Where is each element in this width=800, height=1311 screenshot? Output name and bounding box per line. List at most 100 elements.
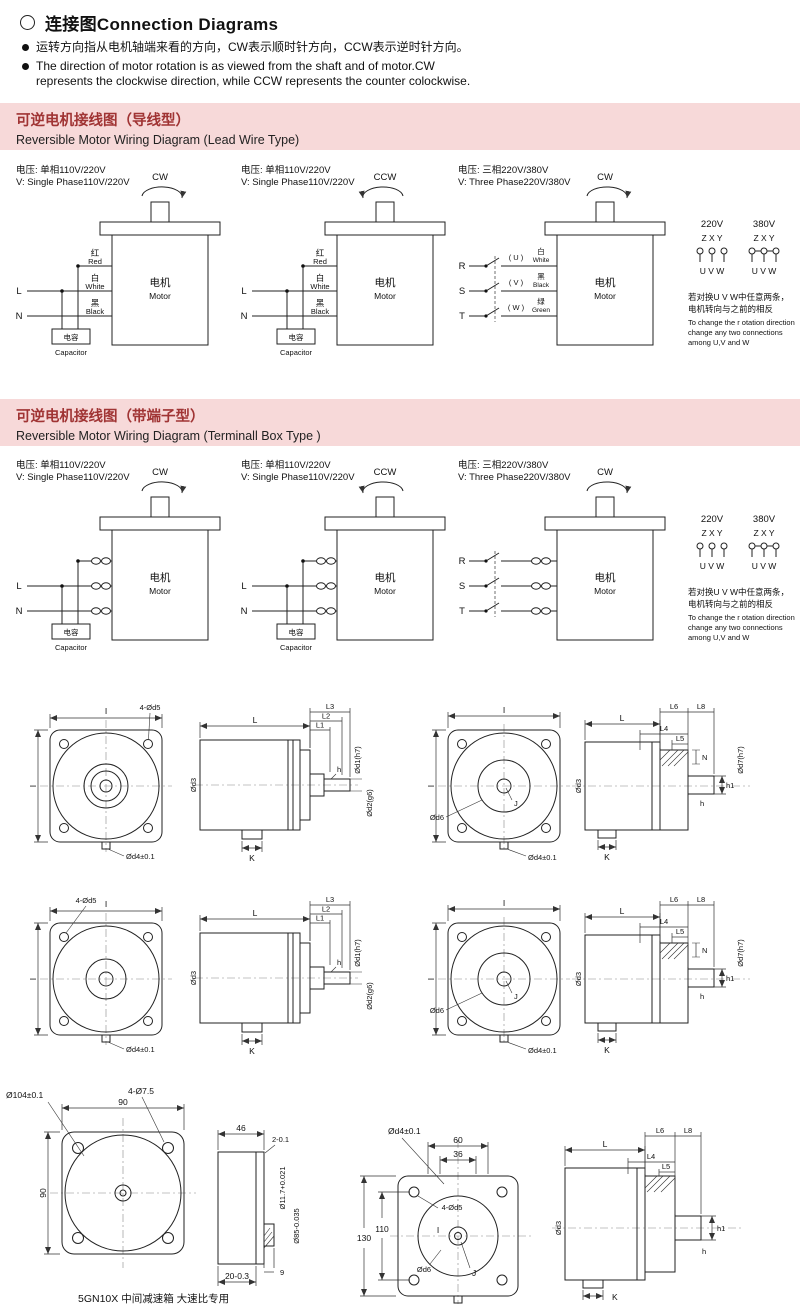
terminal-N: N bbox=[16, 606, 23, 617]
dim-d1h7: Ød1(h7) bbox=[353, 939, 362, 967]
front-view-motor-b1: I I 4-Ød5 Ød4±0.1 bbox=[28, 896, 172, 1054]
section-title-en: Reversible Motor Wiring Diagram (Lead Wi… bbox=[16, 133, 300, 147]
label-uvw: U V W bbox=[700, 561, 725, 571]
capacitor-label-en: Capacitor bbox=[55, 643, 88, 652]
capacitor-box bbox=[51, 623, 91, 640]
dim-h1: h1 bbox=[717, 1224, 725, 1233]
dim-90-top: 90 bbox=[118, 1097, 128, 1107]
wire-black-zh: 黑 bbox=[537, 272, 545, 281]
dim-L1: L1 bbox=[316, 721, 324, 730]
dim-L: L bbox=[603, 1139, 608, 1149]
label-zxy: Z X Y bbox=[701, 528, 722, 538]
front-view-gearmotor-c3: 60 36 Ød4±0.1 4-Ød5 Ød6 J I 130 110 bbox=[357, 1126, 532, 1304]
dim-d4: Ød4±0.1 bbox=[388, 1126, 421, 1136]
label-uvw: U V W bbox=[752, 561, 777, 571]
gearbox-model-note: 5GN10X 中间减速箱 大速比专用 bbox=[78, 1293, 230, 1305]
motor-shaft bbox=[375, 201, 395, 223]
dim-d4: Ød4±0.1 bbox=[528, 853, 557, 862]
ccw-label: CCW bbox=[374, 467, 397, 478]
dim-85: Ø85-0.035 bbox=[292, 1208, 301, 1243]
dim-L4: L4 bbox=[660, 917, 668, 926]
voltage-connection-note: 220V 380V Z X Y Z X Y U V W U V W 若对换U V… bbox=[688, 514, 795, 642]
dim-d6: Ød6 bbox=[417, 1265, 431, 1274]
motor-shaft bbox=[595, 496, 615, 518]
output-shaft bbox=[674, 1215, 702, 1241]
wires bbox=[27, 559, 112, 624]
section-title-zh: 可逆电机接线图（导线型） bbox=[16, 113, 190, 129]
dim-d6: Ød6 bbox=[430, 813, 444, 822]
terminal-block bbox=[531, 557, 551, 615]
lead-U: ( U ) bbox=[509, 253, 524, 262]
dim-K: K bbox=[249, 853, 255, 863]
dim-d7h7: Ød7(h7) bbox=[736, 746, 745, 774]
wire-white-en: White bbox=[533, 257, 550, 264]
dim-L8: L8 bbox=[697, 895, 705, 904]
terminal-R: R bbox=[459, 261, 466, 272]
dim-h: h bbox=[700, 799, 704, 808]
note-text-en-line2: represents the clockwise direction, whil… bbox=[36, 74, 471, 88]
dim-I-left: I bbox=[426, 785, 436, 787]
cw-arrow bbox=[586, 481, 632, 494]
rotation-note-zh1: 若对换U V W中任意两条， bbox=[688, 587, 789, 597]
voltage-connection-note: 220V 380V Z X Y Z X Y U V W U V W 若对换U V… bbox=[688, 219, 795, 347]
capacitor-label-zh: 电容 bbox=[64, 332, 79, 342]
cw-label: CW bbox=[152, 467, 168, 478]
dim-130: 130 bbox=[357, 1233, 371, 1243]
terminal-R: R bbox=[459, 556, 466, 567]
cw-arrow bbox=[141, 481, 187, 494]
dim-46: 46 bbox=[236, 1123, 246, 1133]
capacitor-label-zh: 电容 bbox=[289, 332, 304, 342]
label-zxy: Z X Y bbox=[701, 233, 722, 243]
dim-L: L bbox=[620, 713, 625, 723]
voltage-label-en: V: Single Phase110V/220V bbox=[241, 177, 355, 188]
motor-label-zh: 电机 bbox=[150, 571, 171, 584]
dim-d6: Ød6 bbox=[430, 1006, 444, 1015]
terminal-L: L bbox=[16, 286, 21, 297]
diagram-single-phase-ccw: 电压: 单相110V/220V V: Single Phase110V/220V… bbox=[241, 164, 446, 357]
dim-L6: L6 bbox=[670, 895, 678, 904]
cw-label: CW bbox=[597, 467, 613, 478]
motor-label-zh: 电机 bbox=[375, 276, 396, 289]
dim-d3: Ød3 bbox=[554, 1221, 563, 1235]
section-title-zh: 可逆电机接线图（带端子型） bbox=[16, 409, 205, 425]
motor-body bbox=[556, 529, 654, 641]
dim-d3: Ød3 bbox=[574, 779, 583, 793]
motor-flange bbox=[324, 516, 446, 531]
voltage-label-en: V: Single Phase110V/220V bbox=[16, 177, 130, 188]
section-banner-terminal-box: 可逆电机接线图（带端子型） Reversible Motor Wiring Di… bbox=[0, 399, 800, 446]
dim-36: 36 bbox=[453, 1149, 463, 1159]
wire-black-zh: 黑 bbox=[91, 298, 100, 308]
motor-body bbox=[111, 529, 209, 641]
terminal-N: N bbox=[16, 311, 23, 322]
terminal-N: N bbox=[241, 311, 248, 322]
dim-h: h bbox=[337, 765, 341, 774]
dim-L: L bbox=[620, 906, 625, 916]
wire-red-en: Red bbox=[88, 257, 102, 266]
dim-N: N bbox=[702, 753, 707, 762]
terminal-block bbox=[316, 557, 336, 615]
lead-V: ( V ) bbox=[509, 278, 524, 287]
capacitor-box bbox=[276, 328, 316, 345]
mounting-face bbox=[447, 922, 561, 1036]
mounting-face bbox=[397, 1175, 519, 1297]
rotation-note-en3: among U,V and W bbox=[688, 338, 750, 347]
dim-L6: L6 bbox=[670, 702, 678, 711]
motor-body bbox=[336, 234, 434, 346]
diagram-single-phase-ccw-terminal: 电压: 单相110V/220V V: Single Phase110V/220V… bbox=[241, 459, 446, 652]
voltage-label-zh: 电压: 单相110V/220V bbox=[241, 164, 331, 176]
terminal-symbols bbox=[696, 247, 780, 262]
label-zxy: Z X Y bbox=[753, 528, 774, 538]
dim-20: 20-0.3 bbox=[225, 1271, 249, 1281]
terminal-S: S bbox=[459, 286, 465, 297]
dim-I-left: I bbox=[28, 978, 38, 980]
wires bbox=[252, 559, 337, 624]
dim-L4: L4 bbox=[647, 1152, 655, 1161]
dim-L8: L8 bbox=[684, 1126, 692, 1135]
dim-d1h7: Ød1(h7) bbox=[353, 746, 362, 774]
bullet-icon bbox=[22, 44, 29, 51]
voltage-label-en: V: Single Phase110V/220V bbox=[241, 472, 355, 483]
switch-wires bbox=[469, 551, 557, 617]
terminal-L: L bbox=[241, 581, 246, 592]
capacitor-label-en: Capacitor bbox=[55, 348, 88, 357]
